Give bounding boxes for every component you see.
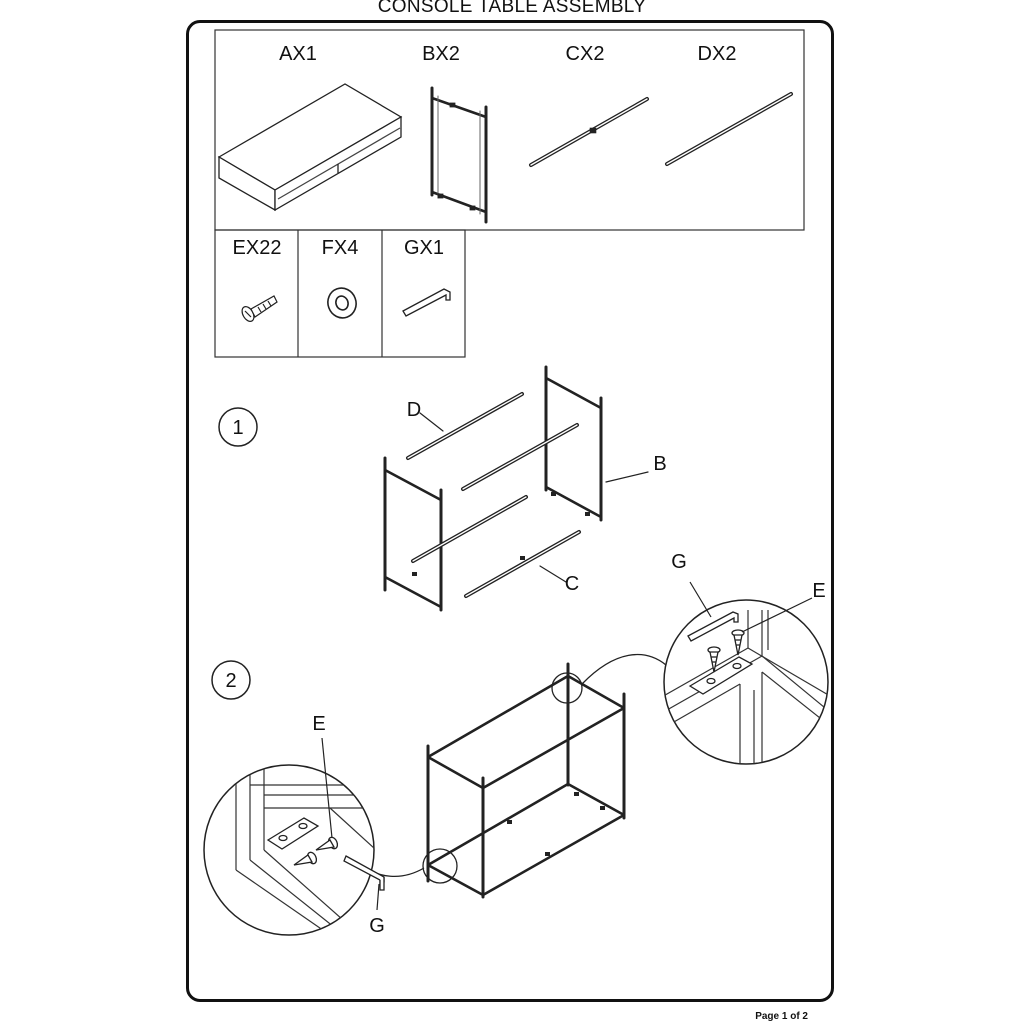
parts-table [214, 29, 805, 358]
part-label-fx4: FX4 [322, 237, 359, 259]
allen-key-icon [402, 288, 451, 317]
part-c-rod [529, 97, 649, 167]
step-1-label-d: D [407, 399, 421, 421]
page-title: CONSOLE TABLE ASSEMBLY [0, 0, 1024, 18]
step-2-label-g-left: G [369, 915, 385, 937]
zoom-detail-left [203, 737, 385, 936]
step-2-assembled-frame [426, 662, 626, 899]
washer-icon [327, 287, 357, 319]
part-label-ax1: AX1 [279, 43, 317, 65]
part-label-cx2: CX2 [566, 43, 605, 65]
parts-labels: AX1 BX2 CX2 DX2 EX22 FX4 GX1 [233, 43, 737, 259]
step-1-badge: 1 [218, 407, 258, 447]
part-label-gx1: GX1 [404, 237, 444, 259]
page-number: Page 1 of 2 [755, 1011, 808, 1022]
part-d-rod [665, 92, 793, 166]
step-2-label-e-left: E [312, 713, 325, 735]
zoom-detail-right [663, 581, 829, 765]
part-a-tabletop [217, 83, 403, 212]
step-2-number: 2 [225, 670, 236, 692]
part-label-dx2: DX2 [698, 43, 737, 65]
instruction-frame [186, 20, 834, 1002]
part-label-bx2: BX2 [422, 43, 460, 65]
screw-icon [241, 295, 278, 322]
part-label-ex22: EX22 [233, 237, 282, 259]
step-1-label-b: B [653, 453, 666, 475]
step-2-label-g-right: G [671, 551, 687, 573]
step-1-exploded-frame [383, 365, 649, 612]
step-1-label-c: C [565, 573, 579, 595]
step-2-badge: 2 [211, 660, 251, 700]
step-1-number: 1 [232, 417, 243, 439]
step-2-label-e-right: E [812, 580, 825, 602]
part-b-side-frame [430, 86, 488, 224]
